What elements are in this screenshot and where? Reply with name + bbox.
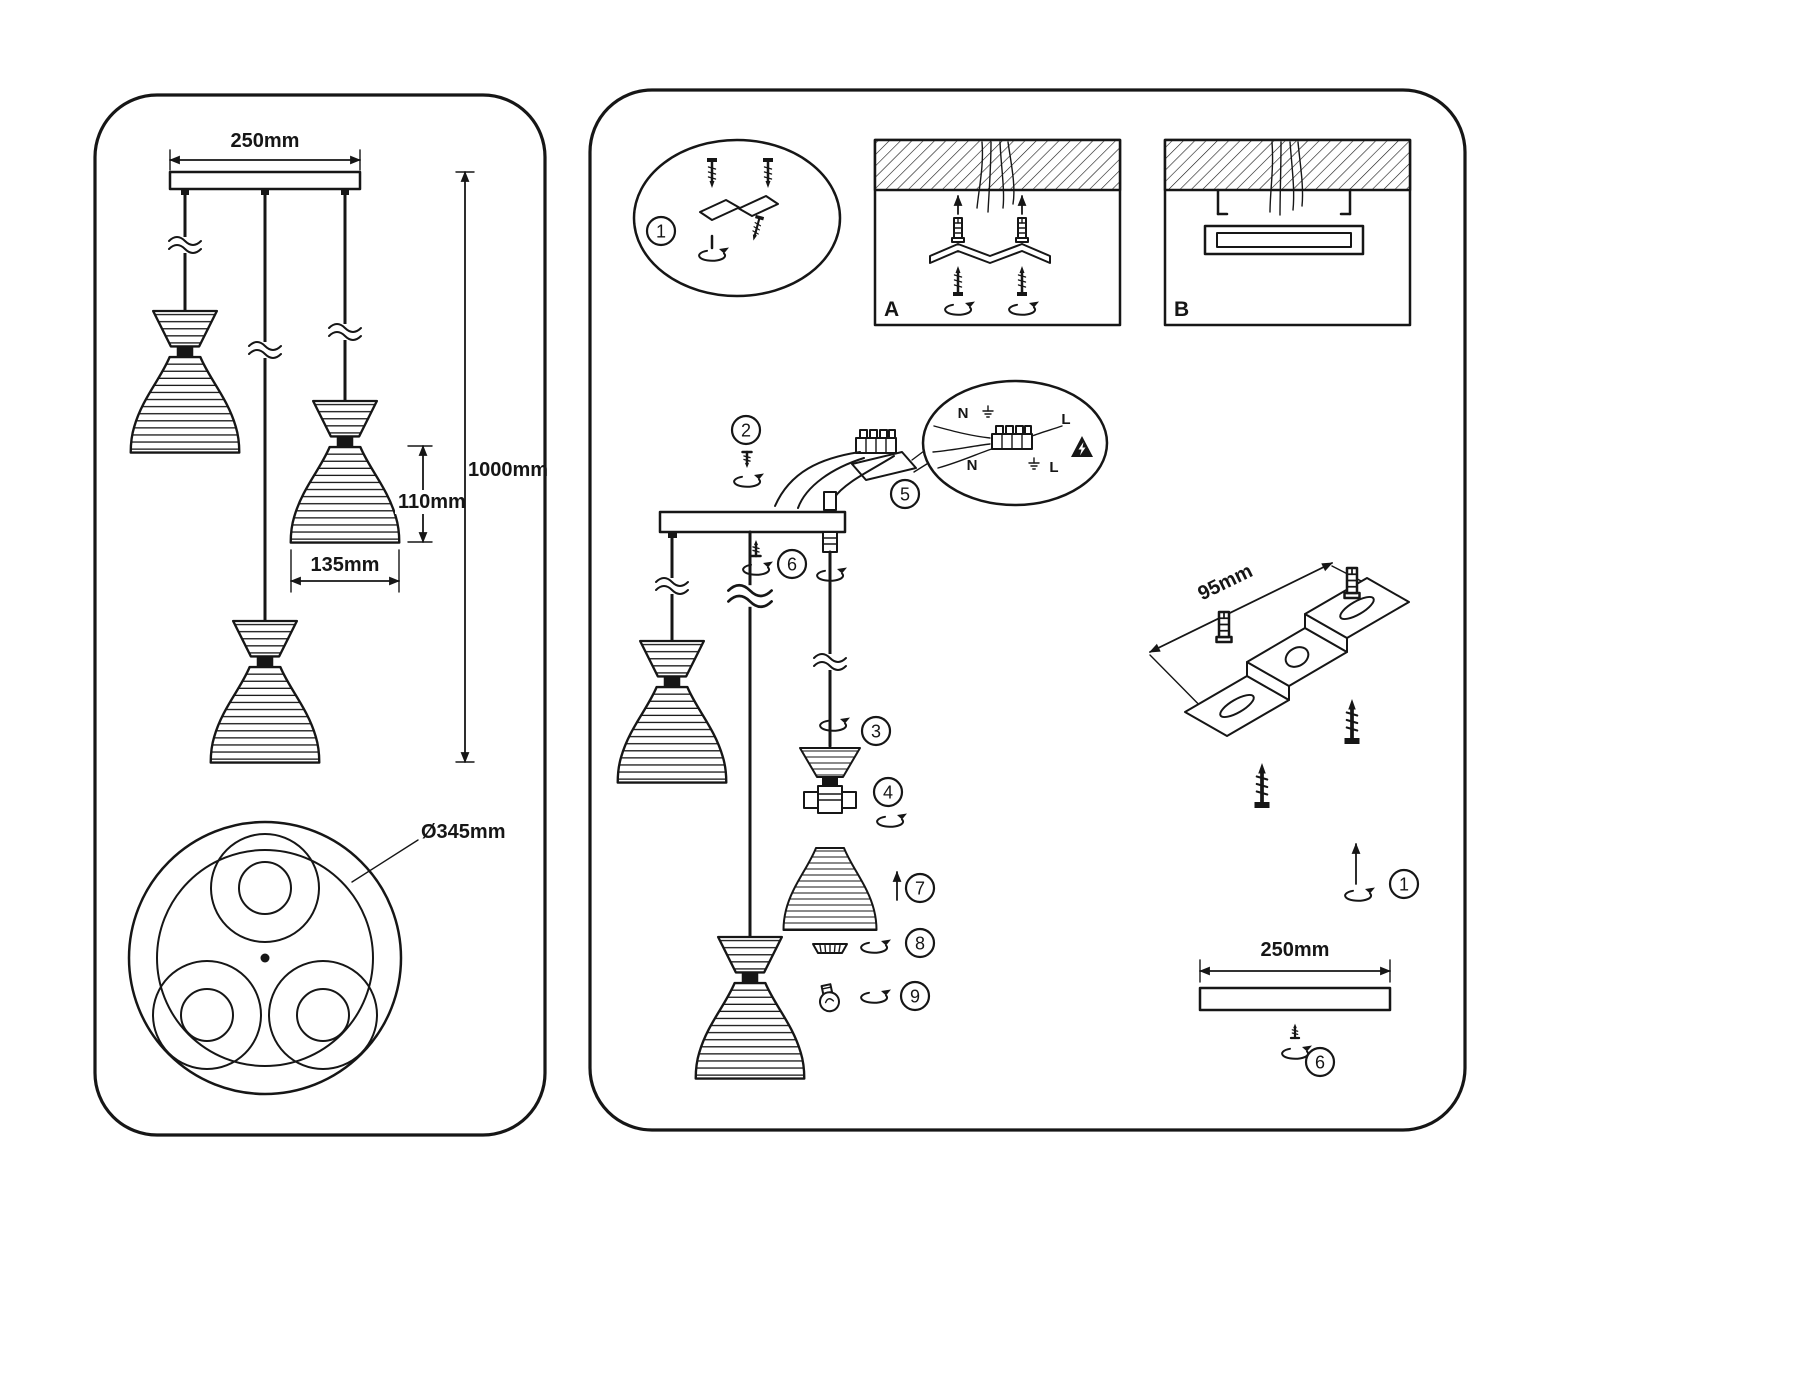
- step-marker-6: 6: [776, 548, 808, 580]
- bracket-icon: [929, 243, 1051, 264]
- cord-break-icon: [655, 577, 689, 595]
- bracket-icon: [699, 195, 779, 221]
- dim-shade-width-label: 135mm: [311, 554, 380, 576]
- canopy-detail: 250mm 6: [1198, 939, 1392, 1078]
- step-marker-4: 4: [872, 776, 904, 808]
- dim-drop-height: 1000mm: [455, 170, 548, 764]
- wire-n-label: N: [967, 457, 978, 474]
- dim-shade-height: 110mm: [395, 444, 466, 544]
- terminal-block-assembly: [774, 429, 931, 509]
- slot-hole: [1339, 595, 1375, 621]
- step-number: 4: [883, 783, 893, 803]
- cord-break-icon: [328, 323, 362, 341]
- cord-break-icon: [813, 653, 847, 671]
- pendant-front-view: [129, 170, 401, 764]
- terminal-block-icon: [991, 425, 1033, 450]
- shade-top-cup: [799, 747, 861, 785]
- cord-grip-bottom: [822, 531, 838, 553]
- step-marker-5: 5: [889, 478, 921, 510]
- terminal-block-icon: [855, 429, 897, 454]
- step-marker-1-bracket: 1: [1388, 868, 1420, 900]
- step-marker-3: 3: [860, 715, 892, 747]
- assembly-view: 2 5: [616, 379, 1109, 1080]
- dim-canopy-label: 250mm: [1261, 939, 1330, 961]
- bracket-detail: 95mm 1: [1149, 560, 1420, 902]
- wire-n-label: N: [958, 405, 969, 422]
- step-number: 3: [871, 722, 881, 742]
- ceiling-hatch: [873, 138, 1122, 192]
- wall-plug-icon: [1015, 217, 1029, 243]
- step-number: 1: [1399, 875, 1409, 895]
- dim-base-diameter-label: Ø345mm: [421, 821, 506, 843]
- step-number: 7: [915, 879, 925, 899]
- dim-drop-height-label: 1000mm: [468, 459, 548, 481]
- cord-grip-top: [823, 491, 837, 511]
- mounting-option-a: A: [873, 138, 1122, 327]
- step-number: 2: [741, 421, 751, 441]
- step-number: 9: [910, 987, 920, 1007]
- step-number: 6: [1315, 1053, 1325, 1073]
- wiring-detail-balloon: N L N L: [921, 379, 1109, 507]
- ceiling-hatch: [1163, 138, 1412, 192]
- fastener-detail-balloon: 1: [632, 138, 842, 298]
- dim-shade-width: 135mm: [289, 549, 401, 593]
- step-number: 8: [915, 934, 925, 954]
- mounting-bracket: [1184, 577, 1410, 737]
- dimensions-panel: 250mm 1000mm: [93, 93, 548, 1137]
- ceiling-bar: [168, 170, 362, 191]
- cord-break-icon: [727, 583, 773, 609]
- slot-hole: [1219, 693, 1255, 719]
- mounting-option-b: B: [1163, 138, 1412, 327]
- ceiling-bar: [658, 510, 847, 534]
- dimensions-panel-border: [93, 93, 547, 1137]
- canopy-plate: [1203, 224, 1365, 256]
- step-marker-9: 9: [899, 980, 931, 1012]
- ceiling-bar: [1198, 986, 1392, 1012]
- step-marker-2: 2: [730, 414, 762, 446]
- step-number: 1: [656, 222, 666, 242]
- dim-bar-width: 250mm: [168, 130, 362, 171]
- installation-panel: 1 A: [588, 88, 1467, 1132]
- wire-l-label: L: [1061, 411, 1070, 428]
- step-marker-1: 1: [645, 215, 677, 247]
- option-a-label: A: [884, 298, 899, 321]
- wall-plug-icon: [1343, 566, 1361, 600]
- cord-break-icon: [248, 341, 282, 359]
- step-marker-6-canopy: 6: [1304, 1046, 1336, 1078]
- step-number: 5: [900, 485, 910, 505]
- wall-plug-icon: [951, 217, 965, 243]
- step-marker-8: 8: [904, 927, 936, 959]
- center-hole: [1284, 646, 1310, 668]
- dim-bar-width-label: 250mm: [231, 130, 300, 152]
- option-b-label: B: [1174, 298, 1189, 321]
- diffuser-ring: [812, 943, 848, 954]
- wall-plug-icon: [1215, 610, 1233, 644]
- step-marker-7: 7: [904, 872, 936, 904]
- wire-l-label: L: [1049, 459, 1058, 476]
- cord-break-icon: [168, 236, 202, 254]
- step-number: 6: [787, 555, 797, 575]
- dim-shade-height-label: 110mm: [398, 491, 466, 513]
- pendant-bottom-view: Ø345mm: [127, 820, 506, 1096]
